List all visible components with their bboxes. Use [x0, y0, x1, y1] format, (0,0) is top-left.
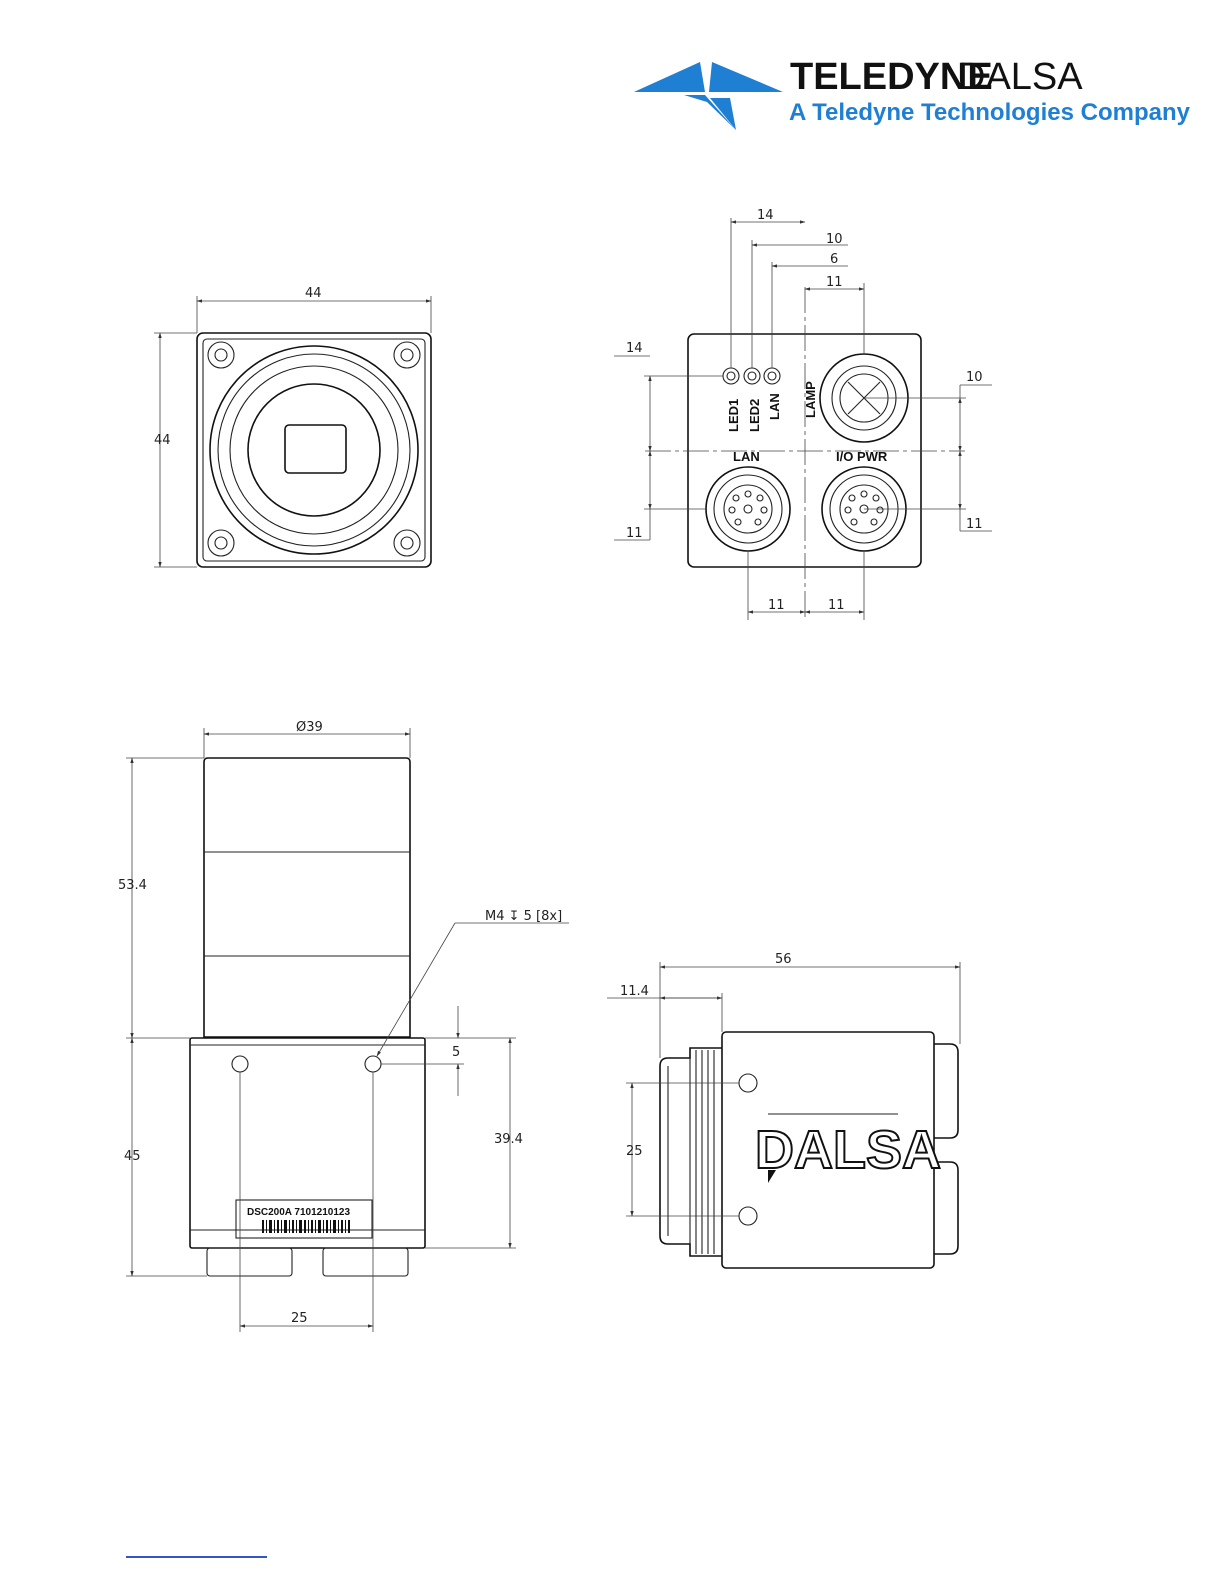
rear-dim-top-3: 6: [830, 252, 838, 267]
rear-dim-top-4: 11: [826, 275, 843, 290]
rear-dim-left-bottom: 11: [626, 526, 643, 541]
lan-connector-icon: [706, 467, 790, 551]
front-height-dim: 44: [154, 433, 171, 448]
top-hole-offset-dim: 5: [452, 1045, 460, 1060]
side-offset-dim: 11.4: [620, 984, 649, 999]
side-hole-icon: [739, 1207, 757, 1225]
top-body-length-dim: 45: [124, 1149, 141, 1164]
top-diameter-dim: Ø39: [296, 720, 323, 735]
top-thread-note: M4 ↧ 5 [8x]: [485, 909, 562, 924]
top-hole-spacing-dim: 25: [291, 1311, 308, 1326]
serial-label: DSC200A 7101210123: [236, 1200, 372, 1238]
front-view: 44 44: [154, 286, 431, 567]
side-mark-text: DALSA: [755, 1120, 941, 1180]
lens-mount-icon: [210, 346, 418, 554]
front-width-dim: 44: [305, 286, 322, 301]
rear-dim-right-bottom: 11: [966, 517, 983, 532]
side-hole-icon: [739, 1074, 757, 1092]
side-length-dim: 56: [775, 952, 792, 967]
rear-dim-top-2: 10: [826, 232, 843, 247]
serial-text: DSC200A 7101210123: [247, 1207, 350, 1218]
dalsa-logo-icon: DALSA: [755, 1114, 941, 1183]
rear-dim-right-top: 10: [966, 370, 983, 385]
rear-dim-bottom-1: 11: [768, 598, 785, 613]
rear-dim-top-1: 14: [757, 208, 774, 223]
led-indicator-icon: [723, 368, 780, 384]
side-view: DALSA 56 11.4 25: [607, 952, 960, 1268]
teledyne-mark-icon: [634, 62, 783, 130]
top-view: DSC200A 7101210123 Ø39 53.4 45: [118, 720, 569, 1332]
rear-view: LED1 LED2 LAN LAMP: [614, 208, 992, 620]
logo-brand: DALSA: [958, 56, 1083, 98]
top-body-height-dim: 39.4: [494, 1132, 523, 1147]
thread-hole-icon: [365, 1056, 381, 1072]
label-led2: LED2: [747, 399, 762, 432]
teledyne-dalsa-logo: TELEDYNE DALSA A Teledyne Technologies C…: [634, 56, 1191, 130]
logo-tagline: A Teledyne Technologies Company: [789, 99, 1191, 126]
barcode-icon: [262, 1220, 350, 1233]
top-lens-length-dim: 53.4: [118, 878, 147, 893]
footer-link-underline[interactable]: [126, 1556, 267, 1558]
thread-hole-icon: [232, 1056, 248, 1072]
rear-dim-left-top: 14: [626, 341, 643, 356]
side-hole-spacing-dim: 25: [626, 1144, 643, 1159]
label-led1: LED1: [726, 399, 741, 432]
rear-dim-bottom-2: 11: [828, 598, 845, 613]
label-lan-led: LAN: [767, 393, 782, 420]
